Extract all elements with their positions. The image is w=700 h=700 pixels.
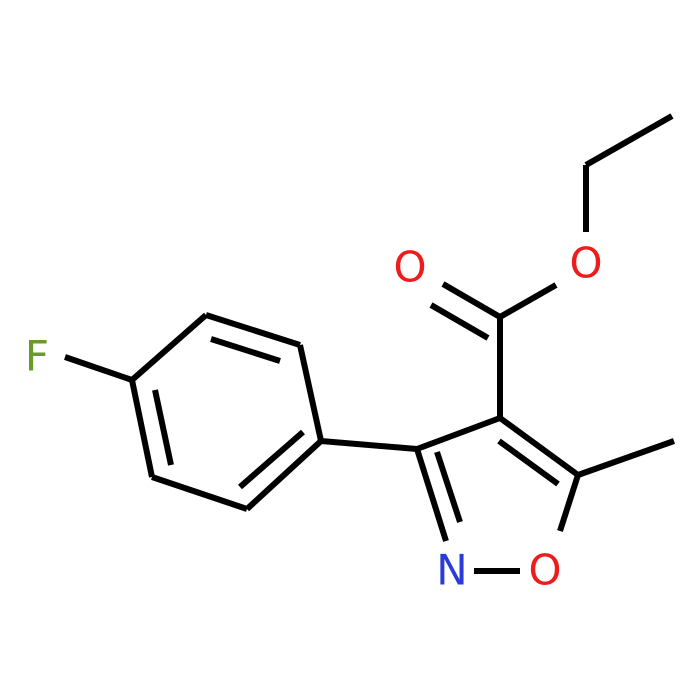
bond-c3-phenyl [320,438,418,452]
bond-c3-c4 [415,415,502,452]
bond-phenyl-2-inner [210,336,281,364]
bond-phenyl-3 [130,312,208,383]
bond-c-o-double-1 [441,281,502,320]
ester-oxygen-label: O [569,239,602,288]
bond-c-o-double-2 [429,302,490,341]
bond-o-carbonyl-c [498,282,558,320]
ring-oxygen-label: O [528,546,561,595]
bond-phenyl-4 [129,379,155,478]
ring-nitrogen-label: N [436,546,467,595]
bond-n2-c3-inner [434,451,463,523]
bond-phenyl-6 [244,438,324,512]
bond-c5-o1 [557,474,581,532]
bond-n2-c3 [414,448,449,542]
bond-ethyl-ch3 [584,113,674,168]
bond-phenyl-4-inner [152,389,174,466]
bond-phenyl-6-inner [238,429,305,490]
carbonyl-oxygen-label: O [393,243,426,292]
bond-c4-c5-inner [497,438,560,487]
bond-phenyl-1 [297,344,324,442]
bond-phenyl-5 [151,474,248,512]
bond-phenyl-2 [205,312,301,348]
fluorine-label: F [25,332,49,381]
bond-phenyl-f [64,354,133,383]
bond-c5-methyl [576,438,676,478]
bond-c4-c5 [498,415,580,478]
